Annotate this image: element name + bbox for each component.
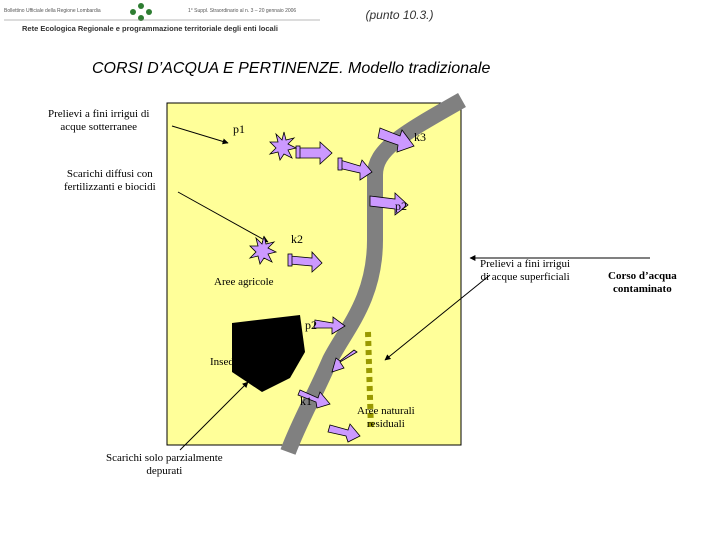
label-aree-agricole: Aree agricole <box>214 276 274 288</box>
publication-header: Bollettino Ufficiale della Regione Lomba… <box>0 0 720 34</box>
sluice-k2 <box>287 253 293 267</box>
star-source-lower <box>248 235 278 265</box>
settlement-block <box>232 315 305 392</box>
region-logo <box>130 3 152 21</box>
sluice-upper <box>337 157 343 171</box>
arrow-k2 <box>289 250 323 273</box>
header-right-text: 1° Suppl. Straordinario al n. 3 – 20 gen… <box>188 8 297 14</box>
leader-scarichi-parziali <box>179 381 249 451</box>
arrow-k3 <box>377 127 415 153</box>
star-source-upper <box>268 131 298 161</box>
arrow-channel-lower <box>331 349 358 373</box>
section-note: (punto 10.3.) <box>365 8 434 22</box>
arrow-k1 <box>297 389 331 409</box>
leader-prelievi-superficiali <box>384 274 491 361</box>
page-title: CORSI D’ACQUA E PERTINENZE. Modello trad… <box>92 60 491 77</box>
tag-p2-lower: p2 <box>305 318 317 332</box>
tag-p1: p1 <box>233 122 245 136</box>
sluice-p1 <box>295 145 301 159</box>
leader-scarichi-diffusi <box>177 191 269 243</box>
header-subtitle: Rete Ecologica Regionale e programmazion… <box>22 24 278 33</box>
tag-p2-upper: p2 <box>395 199 407 213</box>
leader-prelievi-sotterranee <box>171 125 229 145</box>
tag-k1: k1 <box>300 394 312 408</box>
arrow-p2-upper <box>369 192 409 216</box>
header-left-text: Bollettino Ufficiale della Regione Lomba… <box>4 8 101 14</box>
tag-k3: k3 <box>414 130 426 144</box>
arrow-p1 <box>297 141 333 165</box>
arrow-p2-lower <box>313 316 346 335</box>
arrow-bottom <box>327 423 361 443</box>
tag-k2: k2 <box>291 232 303 246</box>
hedge-line <box>365 331 374 431</box>
label-insediamenti: Insediamenti <box>210 356 267 368</box>
